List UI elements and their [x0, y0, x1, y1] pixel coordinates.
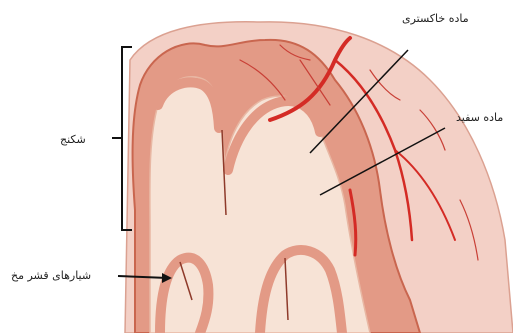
gyrus-label: شکنج: [60, 134, 86, 145]
white-matter-label: ماده سفید: [456, 112, 503, 123]
gray-matter-label: ماده خاکستری: [402, 13, 469, 24]
sulci-label: شیارهای قشر مخ: [11, 270, 91, 281]
